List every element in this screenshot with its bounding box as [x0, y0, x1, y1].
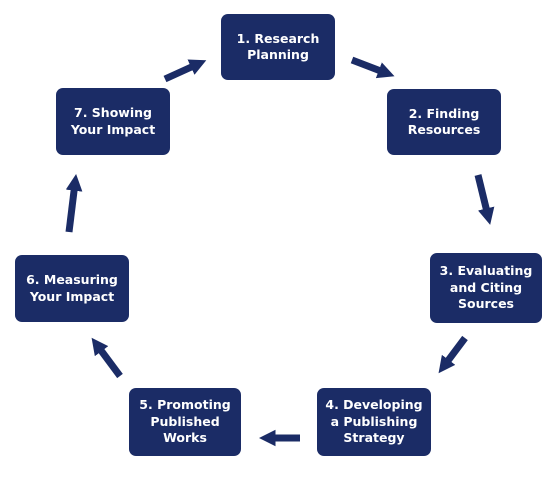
arrow-3-to-4 [438, 335, 468, 374]
step-developing-publishing-strategy: 4. Developing a Publishing Strategy [317, 388, 431, 456]
step-label: 3. Evaluating and Citing Sources [439, 263, 533, 312]
step-measuring-your-impact: 6. Measuring Your Impact [15, 255, 129, 322]
step-showing-your-impact: 7. Showing Your Impact [56, 88, 170, 155]
arrow-7-to-1 [163, 59, 207, 83]
arrow-5-to-6 [91, 337, 123, 379]
step-label: 1. Research Planning [236, 30, 320, 63]
arrow-2-to-3 [474, 174, 495, 225]
arrow-1-to-2 [350, 56, 395, 79]
step-finding-resources: 2. Finding Resources [387, 89, 501, 155]
arrow-6-to-7 [65, 173, 83, 233]
step-label: 2. Finding Resources [407, 105, 481, 138]
step-promoting-published-works: 5. Promoting Published Works [129, 388, 241, 456]
step-label: 7. Showing Your Impact [70, 105, 156, 137]
step-evaluating-citing-sources: 3. Evaluating and Citing Sources [430, 253, 542, 323]
step-label: 5. Promoting Published Works [139, 397, 231, 446]
step-label: 4. Developing a Publishing Strategy [325, 397, 423, 446]
step-research-planning: 1. Research Planning [221, 14, 335, 80]
step-label: 6. Measuring Your Impact [26, 272, 118, 304]
